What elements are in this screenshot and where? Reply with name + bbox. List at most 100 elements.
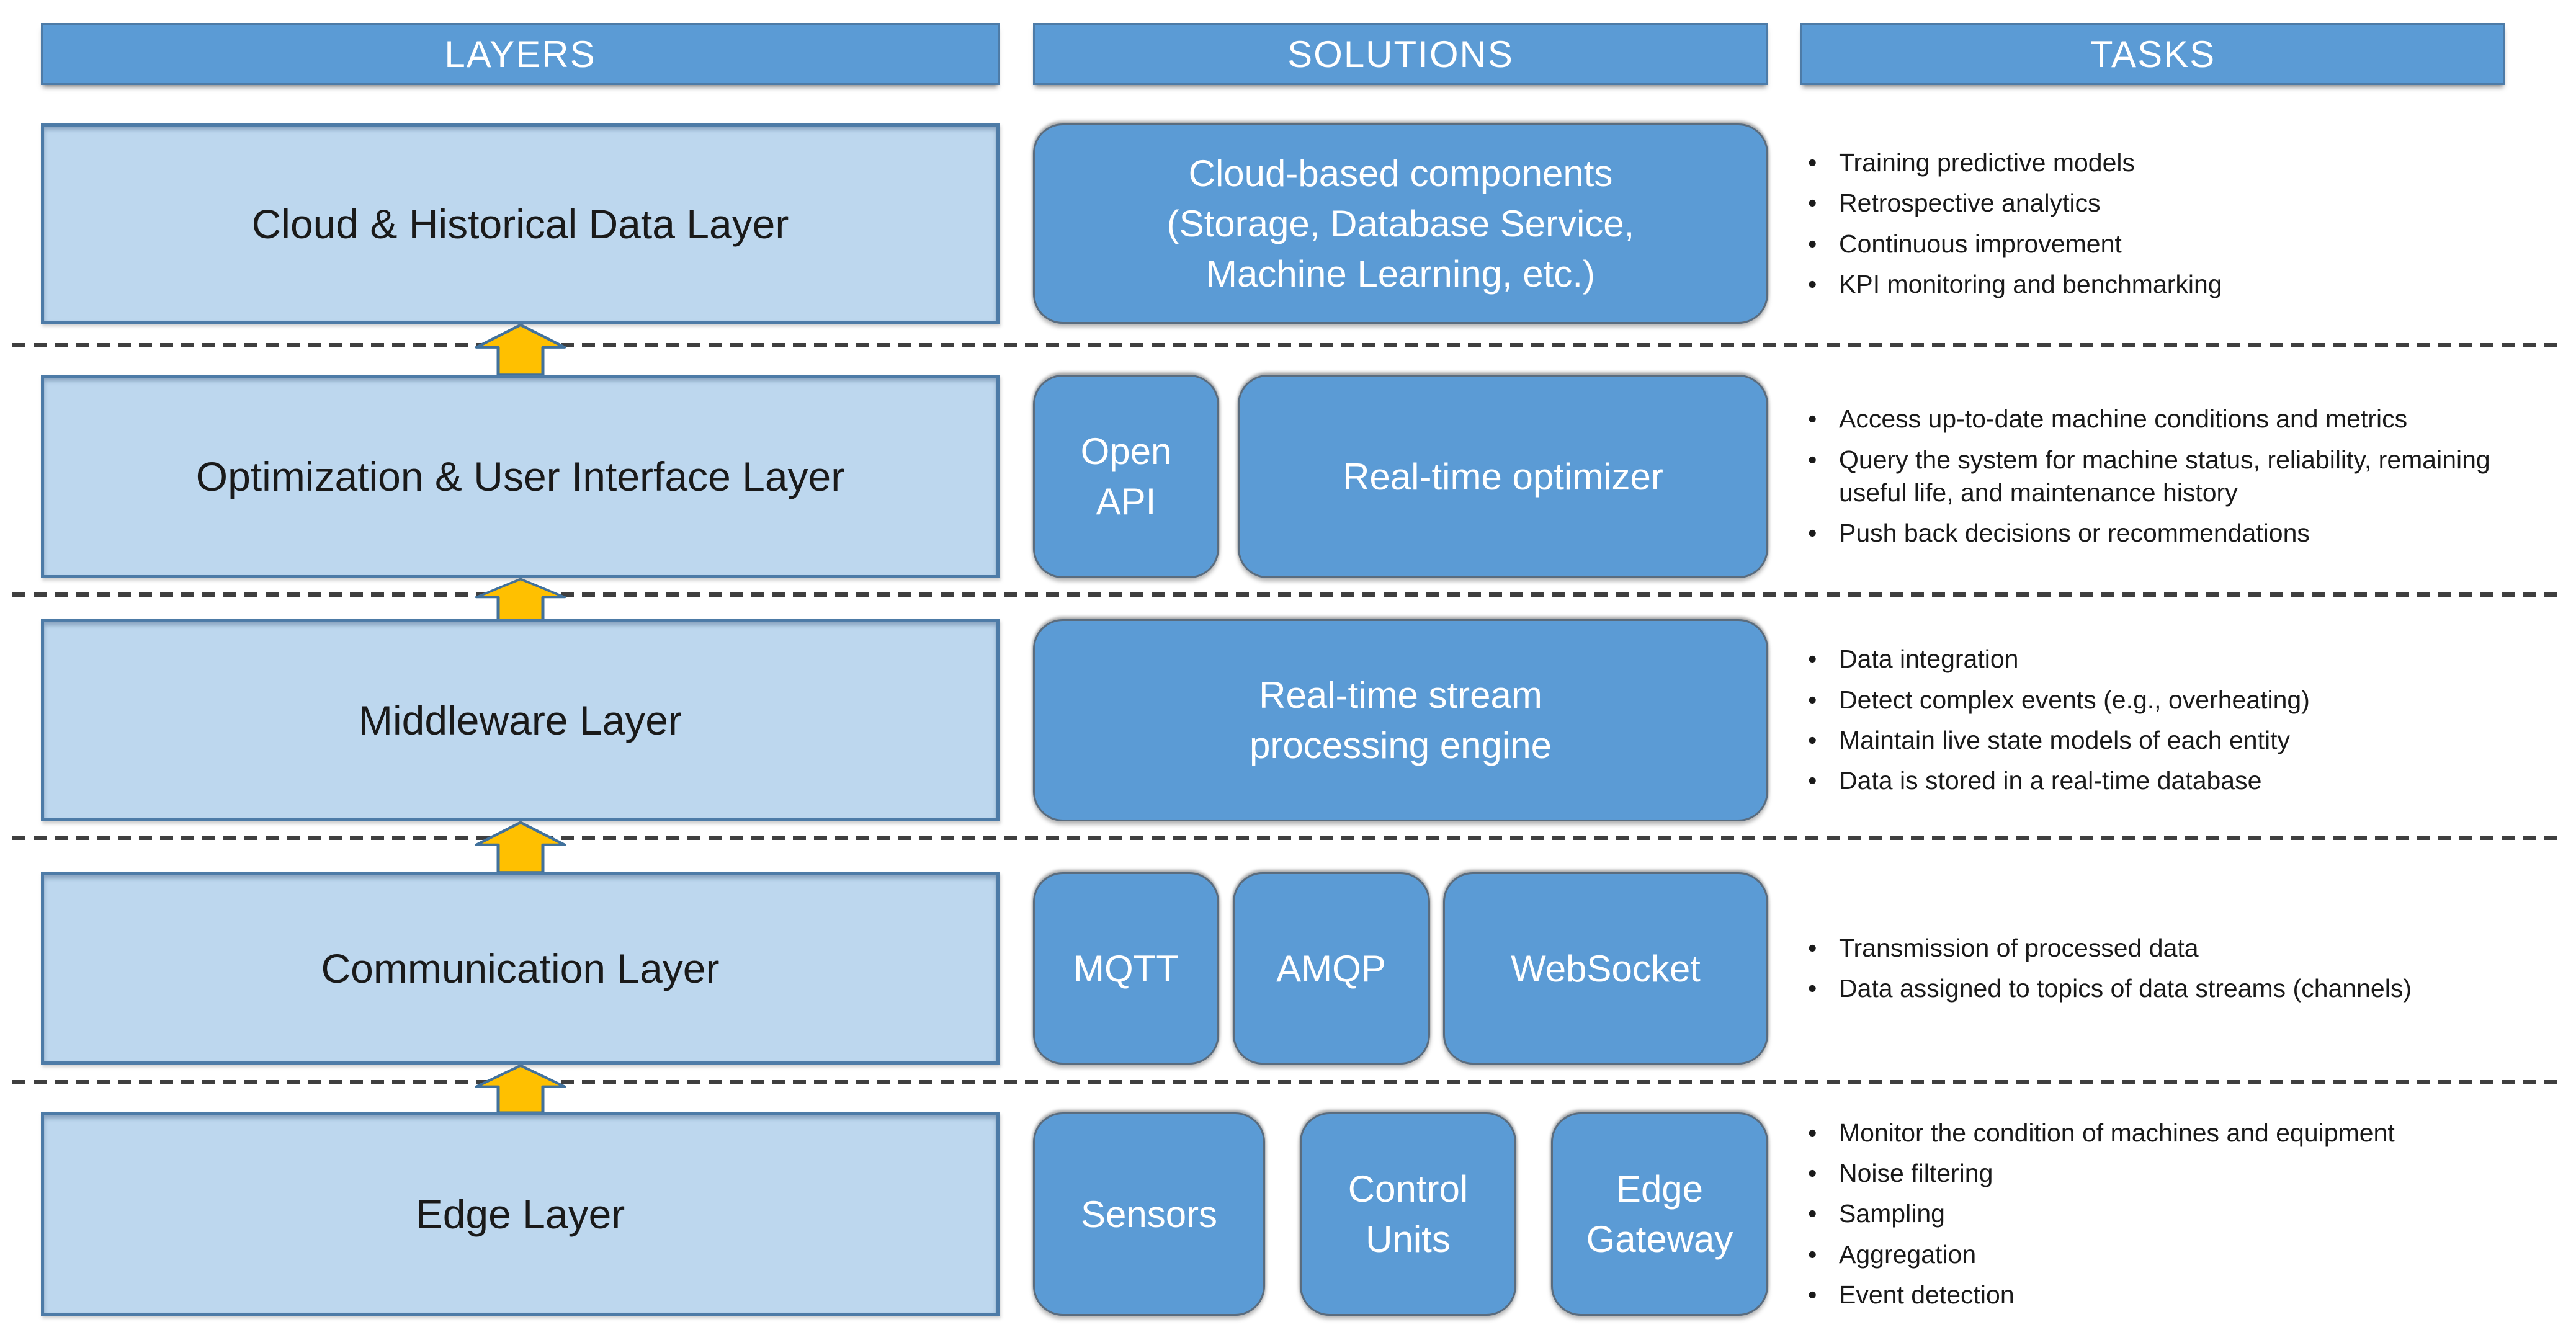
task-text: Retrospective analytics: [1839, 189, 2101, 218]
layer-label: Middleware Layer: [359, 697, 682, 743]
task-item: • KPI monitoring and benchmarking: [1799, 268, 2507, 301]
task-item: • Sampling: [1799, 1197, 2507, 1230]
solutions-row-middleware: Real-time stream processing engine: [1033, 619, 1768, 821]
solutions-column-header: SOLUTIONS: [1033, 23, 1768, 85]
bullet-icon: •: [1808, 726, 1817, 754]
layer-box-communication: Communication Layer: [41, 872, 1000, 1065]
task-list-edge: • Monitor the condition of machines and e…: [1799, 1112, 2507, 1316]
task-item: • Data is stored in a real-time database: [1799, 764, 2507, 797]
task-text: Push back decisions or recommendations: [1839, 519, 2310, 548]
task-text: Sampling: [1839, 1199, 1945, 1228]
task-text: KPI monitoring and benchmarking: [1839, 269, 2222, 298]
solution-label: MQTT: [1073, 947, 1179, 989]
solution-label: Open API: [1080, 431, 1172, 522]
task-text: Transmission of processed data: [1839, 933, 2199, 962]
task-item: •Noise filtering: [1799, 1157, 2507, 1190]
up-arrow-icon: [475, 324, 566, 376]
layer-box-edge: Edge Layer: [41, 1112, 1000, 1316]
task-item: • Retrospective analytics: [1799, 187, 2507, 220]
solution-box-control-units: Control Units: [1300, 1112, 1516, 1316]
layer-label: Communication Layer: [321, 945, 720, 991]
task-text: Detect complex events (e.g., overheating…: [1839, 685, 2310, 714]
task-item: • Push back decisions or recommendations: [1799, 517, 2507, 550]
solution-label: WebSocket: [1511, 947, 1701, 989]
task-item: • Transmission of processed data: [1799, 932, 2507, 965]
bullet-icon: •: [1808, 645, 1817, 674]
dashed-separator: [12, 343, 2564, 347]
task-item: • Event detection: [1799, 1279, 2507, 1311]
solution-label: Real-time stream processing engine: [1249, 674, 1552, 766]
task-item: • Continuous improvement: [1799, 228, 2507, 261]
task-text: Continuous improvement: [1839, 229, 2122, 258]
task-list-optimization-user-interface: • Access up-to-date machine conditions an…: [1799, 375, 2507, 578]
task-item: • Query the system for machine status, re…: [1799, 444, 2507, 510]
bullet-icon: •: [1808, 766, 1817, 795]
task-text: Maintain live state models of each entit…: [1839, 726, 2290, 754]
bullet-icon: •: [1808, 933, 1817, 962]
bullet-icon: •: [1808, 519, 1817, 548]
task-item: • Data integration: [1799, 643, 2507, 676]
bullet-icon: •: [1808, 685, 1817, 714]
bullet-icon: •: [1808, 445, 1817, 474]
dashed-separator: [12, 836, 2564, 840]
tasks-column-header: TASKS: [1800, 23, 2505, 85]
bullet-icon: •: [1808, 974, 1817, 1003]
solution-label: Edge Gateway: [1586, 1168, 1733, 1260]
bullet-icon: •: [1808, 189, 1817, 218]
task-text: Noise filtering: [1839, 1159, 1993, 1188]
solutions-row-communication: MQTT AMQP WebSocket: [1033, 872, 1768, 1065]
task-text: Access up-to-date machine conditions and…: [1839, 404, 2408, 434]
task-list-cloud-historical-data: •Training predictive models•Retrospectiv…: [1799, 123, 2507, 324]
dashed-separator: [12, 1080, 2564, 1084]
bullet-icon: •: [1808, 269, 1817, 298]
task-item: • Data assigned to topics of data streams…: [1799, 972, 2507, 1005]
bullet-icon: •: [1808, 1280, 1817, 1309]
solutions-row-edge: Sensors Control Units Edge Gateway: [1033, 1112, 1768, 1316]
solution-box-mqtt: MQTT: [1033, 872, 1219, 1065]
task-list-communication: • Transmission of processed data • Data ass…: [1799, 872, 2507, 1065]
task-text: Event detection: [1839, 1280, 2015, 1309]
up-arrow-icon: [475, 1065, 566, 1114]
layer-label: Optimization & User Interface Layer: [195, 453, 845, 499]
bullet-icon: •: [1808, 229, 1817, 258]
solution-box-cloud-based-components-storage-database-service-machine-learning-etc: Cloud-based components (Storage, Databas…: [1033, 123, 1768, 324]
layer-label: Cloud & Historical Data Layer: [251, 200, 789, 247]
task-text: Data is stored in a real-time database: [1839, 766, 2262, 795]
bullet-icon: •: [1808, 1199, 1817, 1228]
solutions-row-optimization-user-interface: Open API Real-time optimizer: [1033, 375, 1768, 578]
solution-label: Real-time optimizer: [1343, 455, 1663, 498]
solution-label: AMQP: [1276, 947, 1386, 989]
task-item: •Training predictive models: [1799, 146, 2507, 179]
task-item: • Detect complex events (e.g., overheatin…: [1799, 684, 2507, 717]
solution-box-edge-gateway: Edge Gateway: [1551, 1112, 1768, 1316]
solution-box-sensors: Sensors: [1033, 1112, 1265, 1316]
solution-label: Sensors: [1080, 1193, 1218, 1235]
up-arrow-icon: [475, 821, 566, 873]
layers-column-header: LAYERS: [41, 23, 1000, 85]
task-text: Query the system for machine status, rel…: [1839, 445, 2490, 507]
bullet-icon: •: [1808, 148, 1817, 177]
solution-box-amqp: AMQP: [1232, 872, 1430, 1065]
task-item: •Aggregation: [1799, 1238, 2507, 1271]
up-arrow-icon: [475, 578, 566, 620]
layer-label: Edge Layer: [415, 1191, 625, 1237]
solution-label: Cloud-based components (Storage, Databas…: [1166, 153, 1635, 295]
task-item: •Access up-to-date machine conditions an…: [1799, 403, 2507, 436]
task-text: Monitor the condition of machines and eq…: [1839, 1118, 2395, 1147]
dashed-separator: [12, 592, 2564, 597]
task-item: •Monitor the condition of machines and e…: [1799, 1117, 2507, 1150]
solution-label: Control Units: [1348, 1168, 1469, 1260]
layer-box-middleware: Middleware Layer: [41, 619, 1000, 821]
solution-box-websocket: WebSocket: [1443, 872, 1768, 1065]
solution-box-real-time-optimizer: Real-time optimizer: [1238, 375, 1768, 578]
solution-box-real-time-stream-processing-engine: Real-time stream processing engine: [1033, 619, 1768, 821]
task-list-middleware: • Data integration • Detect complex events …: [1799, 619, 2507, 821]
task-text: Aggregation: [1839, 1240, 1977, 1269]
layer-box-cloud-historical-data: Cloud & Historical Data Layer: [41, 123, 1000, 324]
task-item: • Maintain live state models of each enti…: [1799, 724, 2507, 757]
solutions-row-cloud-historical-data: Cloud-based components (Storage, Databas…: [1033, 123, 1768, 324]
task-text: Data integration: [1839, 645, 2019, 674]
task-text: Data assigned to topics of data streams …: [1839, 974, 2412, 1003]
solution-box-open-api: Open API: [1033, 375, 1219, 578]
